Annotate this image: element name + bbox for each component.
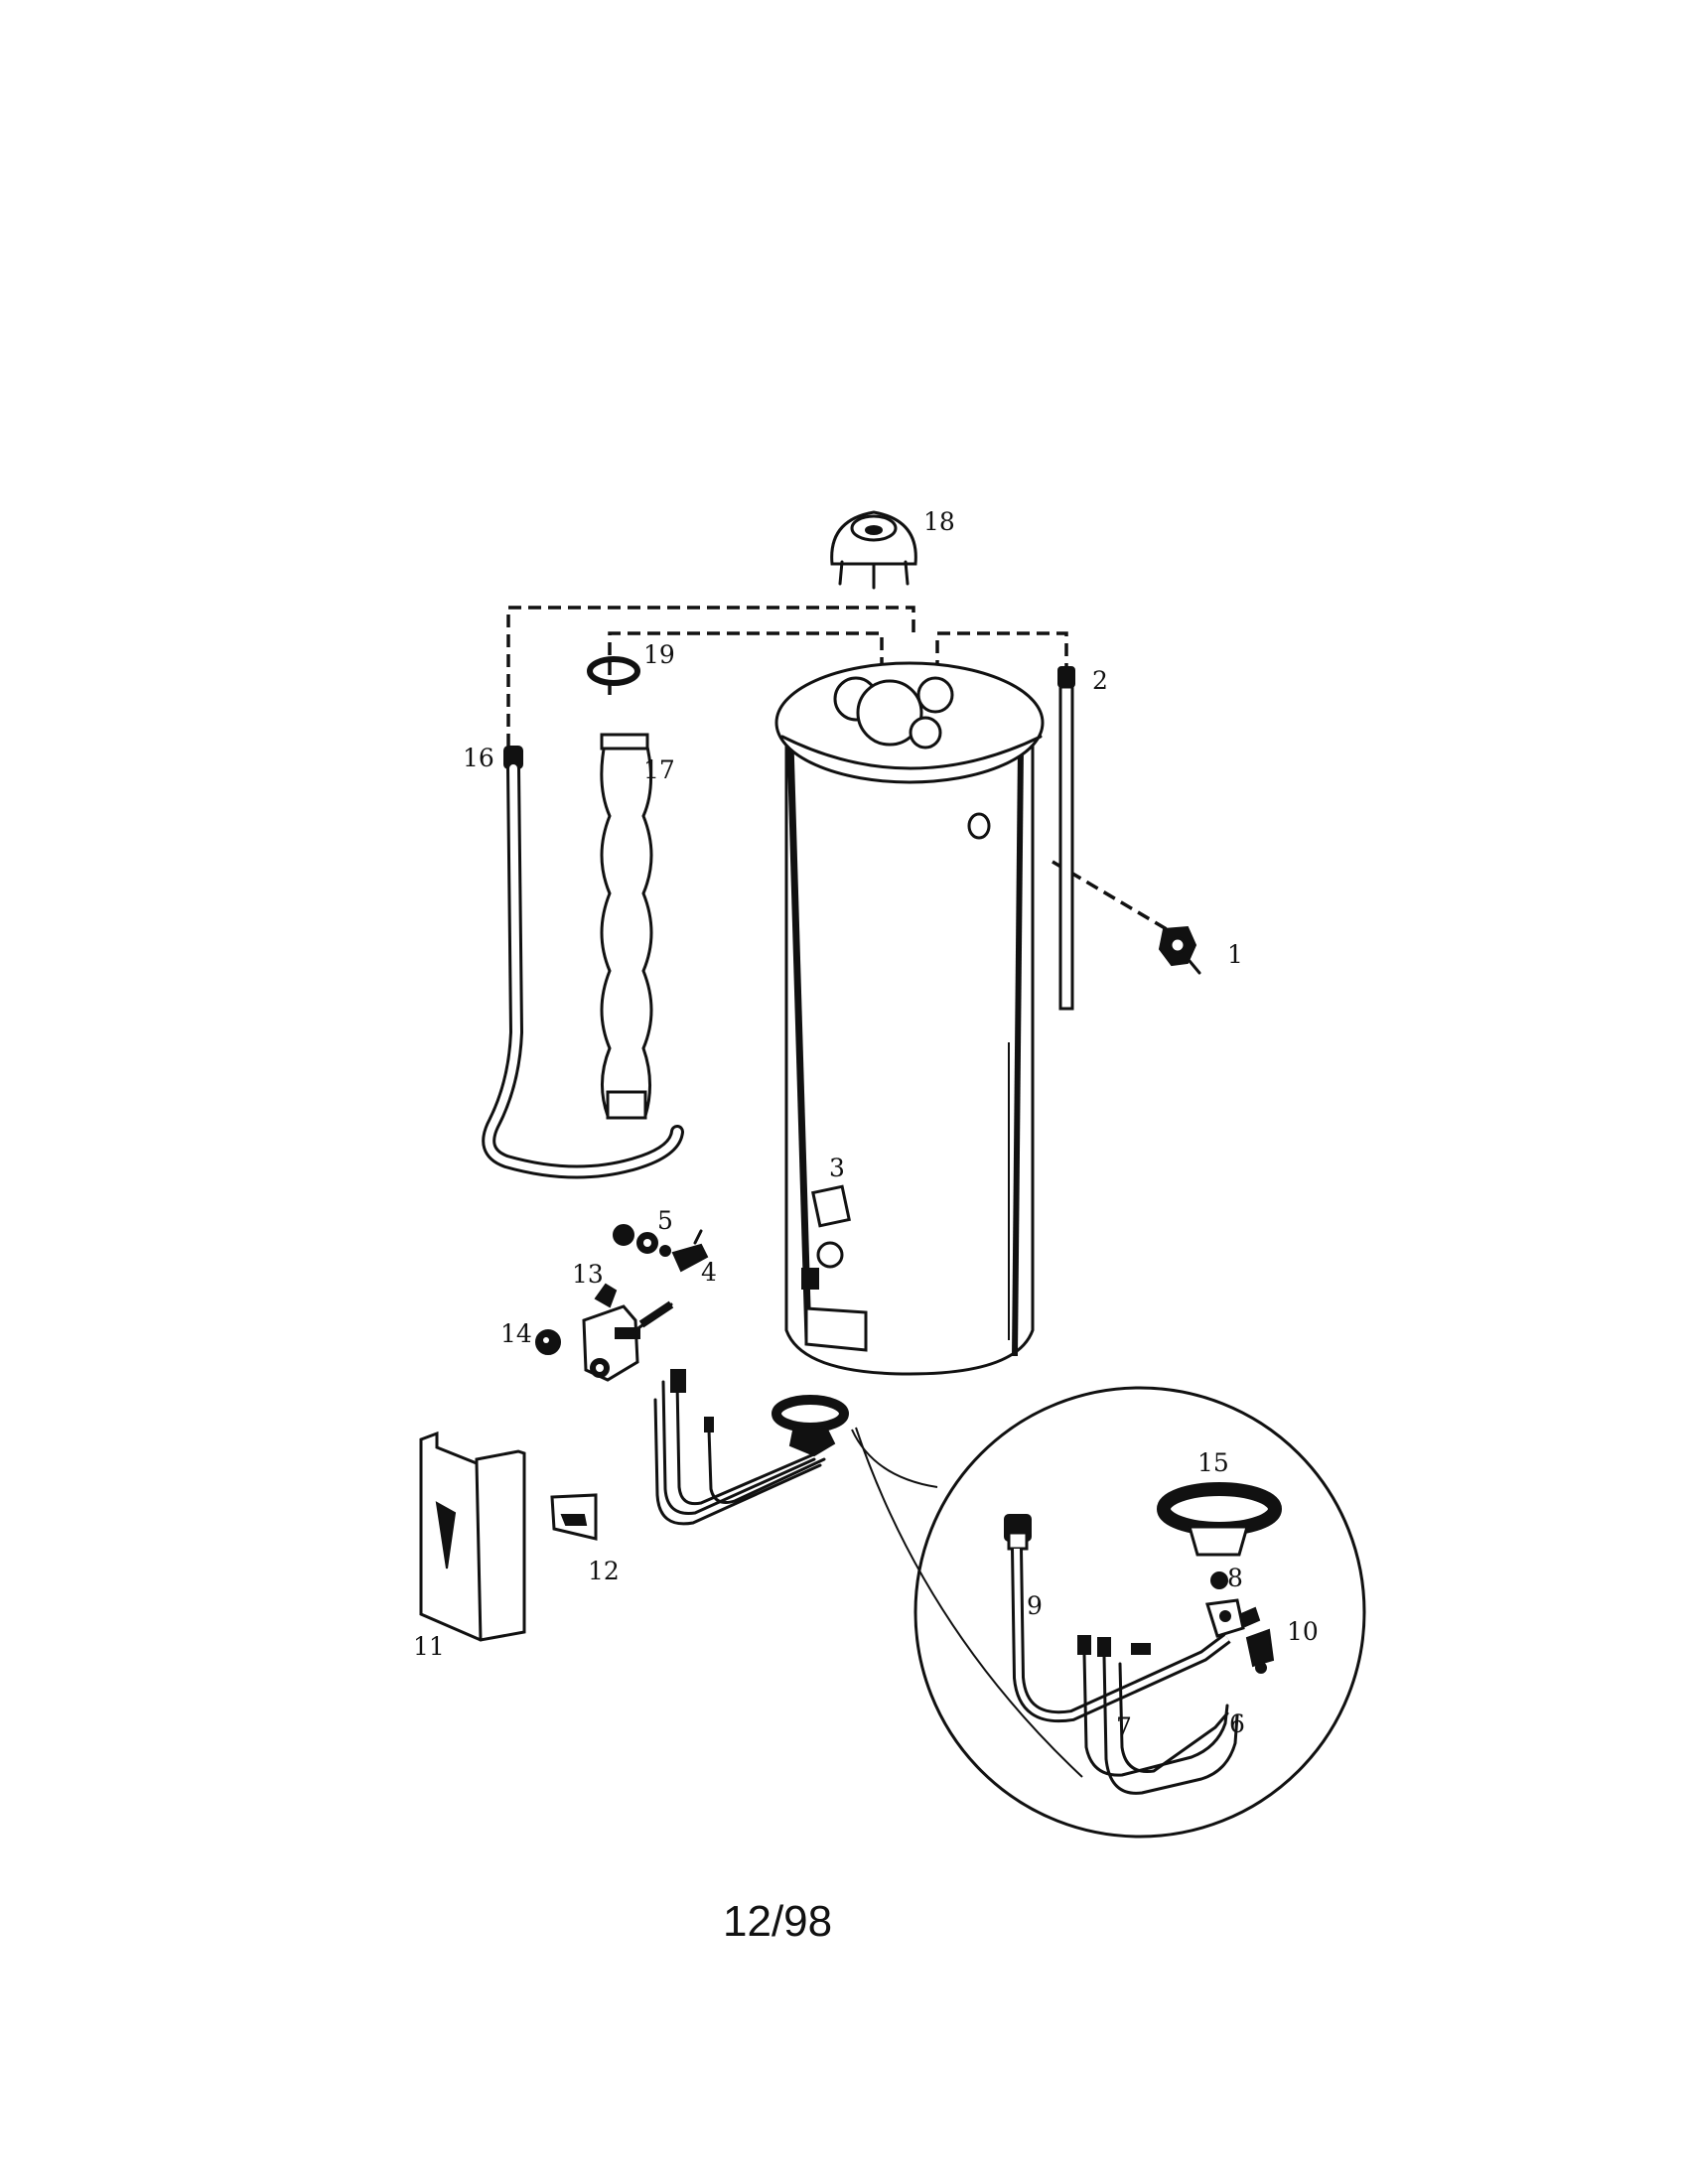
callout-7: 7 [1116, 1712, 1132, 1741]
callout-17: 17 [643, 755, 675, 784]
callout-2: 2 [1092, 666, 1108, 695]
callout-1: 1 [1227, 940, 1243, 969]
part-18-draft-hood [830, 510, 917, 590]
tank-side-fitting [816, 1241, 844, 1269]
part-13-gas-valve [582, 1283, 674, 1382]
part-14-knob [535, 1329, 561, 1355]
callout-14: 14 [500, 1319, 532, 1348]
part-8-orifice [1210, 1571, 1228, 1589]
tank-top-port-lower [909, 716, 942, 750]
part-7-thermocouple [1077, 1635, 1229, 1777]
part-6-pilot-tube [1097, 1637, 1239, 1795]
label-plate [811, 1184, 851, 1228]
callout-15: 15 [1197, 1448, 1229, 1477]
callout-11: 11 [413, 1632, 445, 1661]
callout-5: 5 [657, 1206, 673, 1235]
part-16-tube [482, 746, 684, 1179]
tank-side-opening [967, 812, 991, 840]
tank-top-port-right [916, 676, 954, 714]
callout-labels: 1 2 3 4 5 6 7 8 9 10 11 12 13 14 15 16 1… [413, 507, 1319, 1741]
callout-3: 3 [829, 1154, 845, 1182]
part-19-ring [587, 656, 640, 686]
part-12-inner-door [550, 1493, 598, 1541]
revision-date: 12/98 [723, 1897, 832, 1946]
part-2-anode-rod [1057, 666, 1075, 1011]
part-10-pilot-assembly [1205, 1598, 1275, 1674]
callout-4: 4 [701, 1258, 717, 1287]
callout-18: 18 [923, 507, 955, 536]
callout-10: 10 [1287, 1617, 1319, 1646]
part-1-valve [1158, 925, 1201, 975]
callout-19: 19 [643, 640, 675, 669]
burner-assembly [653, 1369, 849, 1526]
burner-access-opening [804, 1306, 868, 1352]
callout-13: 13 [572, 1260, 604, 1289]
tank-body [774, 661, 1045, 1376]
part-17-baffle [600, 733, 653, 1120]
callout-16: 16 [463, 744, 494, 772]
part-9-supply-tube [1004, 1514, 1231, 1723]
tank-top-flue-opening [856, 679, 923, 747]
part-15-burner-detail [1157, 1482, 1282, 1557]
part-4-fitting [659, 1229, 709, 1273]
part-11-outer-door [419, 1431, 526, 1642]
callout-8: 8 [1227, 1564, 1243, 1592]
callout-6: 6 [1229, 1709, 1245, 1738]
detail-magnifier [851, 1386, 1366, 1839]
callout-9: 9 [1027, 1591, 1043, 1620]
callout-12: 12 [588, 1557, 620, 1585]
part-5-nut [613, 1224, 658, 1254]
